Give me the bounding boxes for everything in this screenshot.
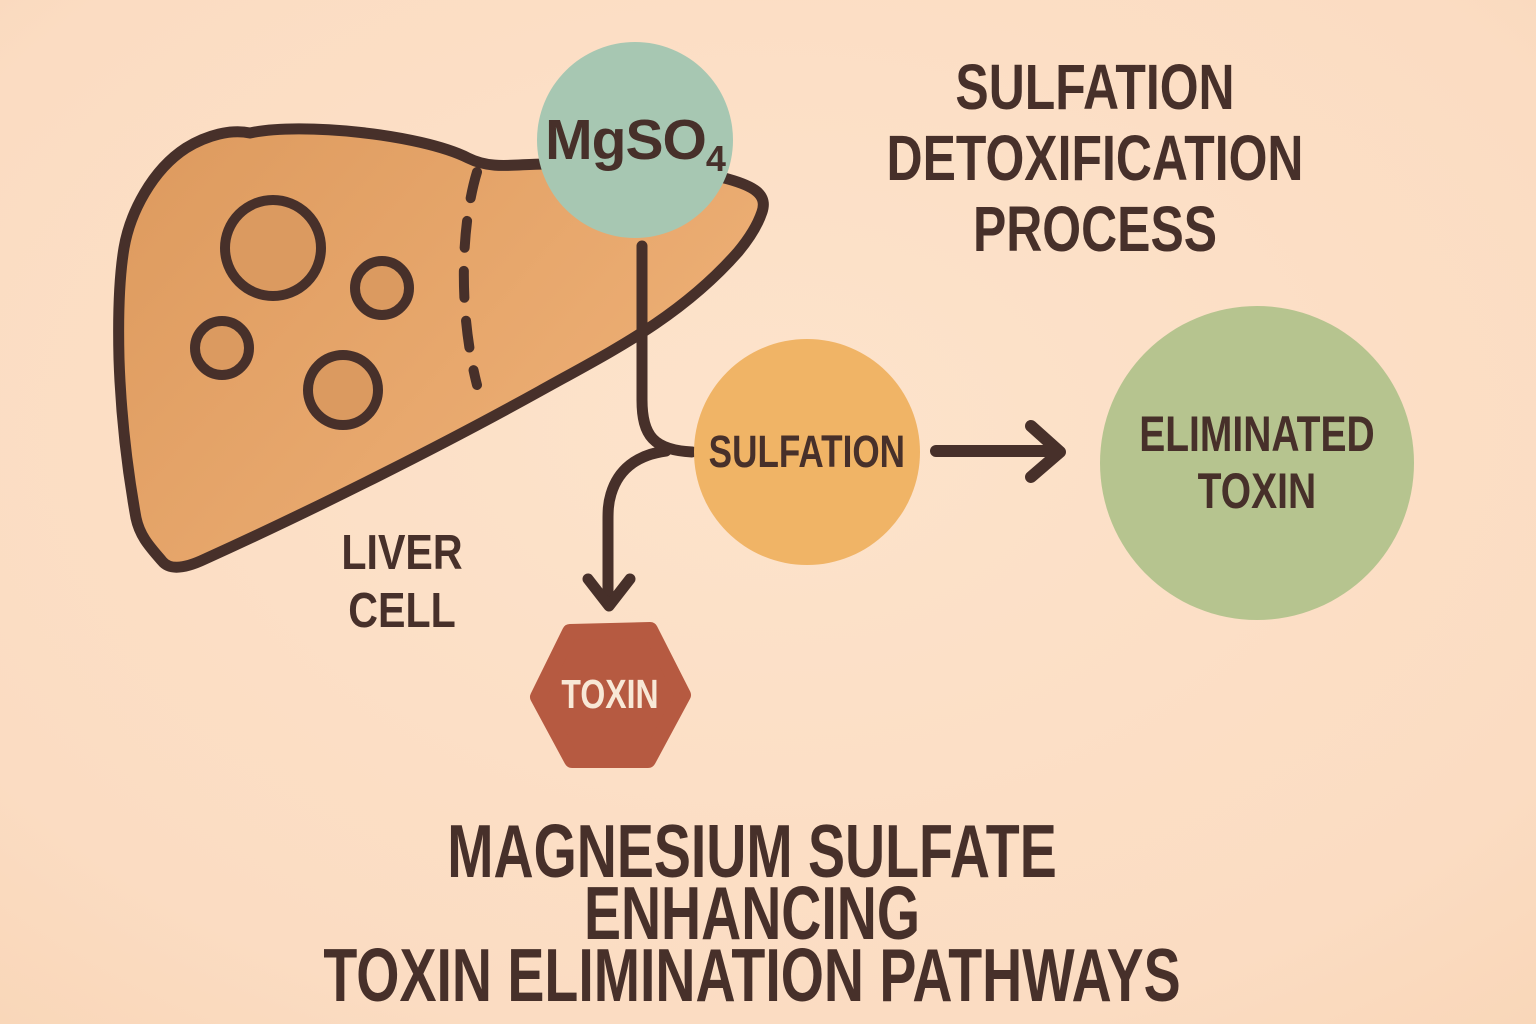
formula-subscript: 4: [705, 138, 726, 179]
flow-line-mgso4-to-sulfation: [636, 240, 698, 458]
toxin-label: TOXIN: [561, 671, 659, 717]
sulfation-label: SULFATION: [708, 426, 906, 477]
lobe-divider-dashed-line: [458, 167, 482, 390]
liver-spot: [303, 350, 383, 430]
toxin-hexagon: [530, 622, 691, 768]
eliminated-toxin-label: ELIMINATED TOXIN: [1139, 406, 1375, 519]
eliminated-toxin-circle: ELIMINATED TOXIN: [1100, 306, 1414, 620]
liver-cell-label: LIVER CELL: [341, 526, 463, 638]
arrowhead-down-icon: [582, 573, 636, 612]
page-title: SULFATION DETOXIFICATION PROCESS: [886, 51, 1304, 265]
flow-line-to-toxin: [602, 445, 672, 602]
mgso4-formula: MgSO4: [545, 108, 726, 179]
sulfation-circle: SULFATION: [694, 339, 920, 565]
liver-spot: [350, 256, 414, 320]
arrowhead-right-icon: [1025, 420, 1066, 483]
mgso4-circle: MgSO4: [537, 42, 733, 238]
caption: MAGNESIUM SULFATE ENHANCING TOXIN ELIMIN…: [323, 809, 1181, 1017]
liver-spot: [220, 195, 326, 301]
liver-spot: [190, 316, 254, 380]
